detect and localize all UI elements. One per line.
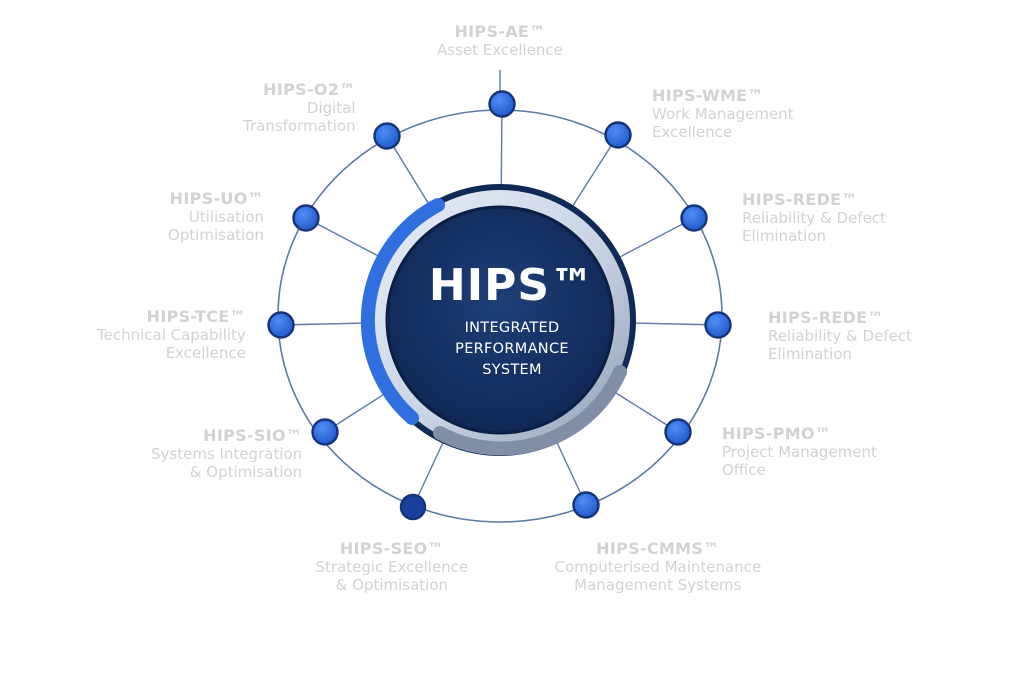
- spoke-line: [629, 322, 719, 326]
- node-dot: [604, 121, 632, 149]
- node-name: Asset Excellence: [437, 41, 563, 60]
- node-code: HIPS-SEO™: [339, 539, 444, 558]
- spoke-line: [305, 217, 386, 261]
- node-code: HIPS-PMO™: [722, 424, 832, 443]
- spoke-line: [569, 134, 619, 211]
- node-name: Reliability & Defect Elimination: [768, 327, 912, 364]
- node-dot: [267, 311, 295, 339]
- spoke-line: [500, 103, 503, 191]
- node-dot: [680, 204, 708, 232]
- node-code: HIPS-UO™: [169, 189, 264, 208]
- node-dot: [664, 418, 692, 446]
- node-name: Reliability & Defect Elimination: [742, 209, 886, 246]
- node-code: HIPS-SIO™: [203, 426, 303, 445]
- spoke-line: [280, 322, 371, 326]
- node-code: HIPS-CMMS™: [596, 539, 720, 558]
- node-name: Technical Capability Excellence: [97, 326, 246, 363]
- center-title: HIPS™: [428, 260, 596, 311]
- node-name: Computerised Maintenance Management Syst…: [554, 558, 762, 595]
- node-dot: [311, 418, 339, 446]
- node-name: Work Management Excellence: [652, 105, 794, 142]
- node-name: Utilisation Optimisation: [168, 208, 264, 245]
- node-code: HIPS-AE™: [454, 22, 546, 41]
- node-dot: [373, 122, 401, 150]
- node-dot: [292, 204, 320, 232]
- node-name: Digital Transformation: [243, 99, 356, 136]
- spoke-line: [614, 217, 695, 261]
- node-name: Systems Integration & Optimisation: [151, 445, 303, 482]
- node-name: Project Management Office: [722, 443, 877, 480]
- node-code: HIPS-WME™: [652, 86, 764, 105]
- ring-dark-arc: [433, 365, 627, 456]
- node-code: HIPS-O2™: [263, 80, 356, 99]
- node-dots: [267, 90, 732, 521]
- node-dot: [488, 90, 516, 118]
- node-code: HIPS-REDE™: [768, 308, 884, 327]
- node-dot: [572, 491, 600, 519]
- center-hub: [360, 184, 636, 456]
- center-subtitle: INTEGRATED PERFORMANCE SYSTEM: [455, 320, 569, 379]
- spoke-line: [386, 135, 433, 210]
- node-code: HIPS-TCE™: [146, 307, 246, 326]
- node-code: HIPS-REDE™: [742, 190, 858, 209]
- ring-blue-arc: [360, 198, 445, 425]
- node-dot: [704, 311, 732, 339]
- node-dot: [399, 493, 427, 521]
- node-name: Strategic Excellence & Optimisation: [315, 558, 469, 595]
